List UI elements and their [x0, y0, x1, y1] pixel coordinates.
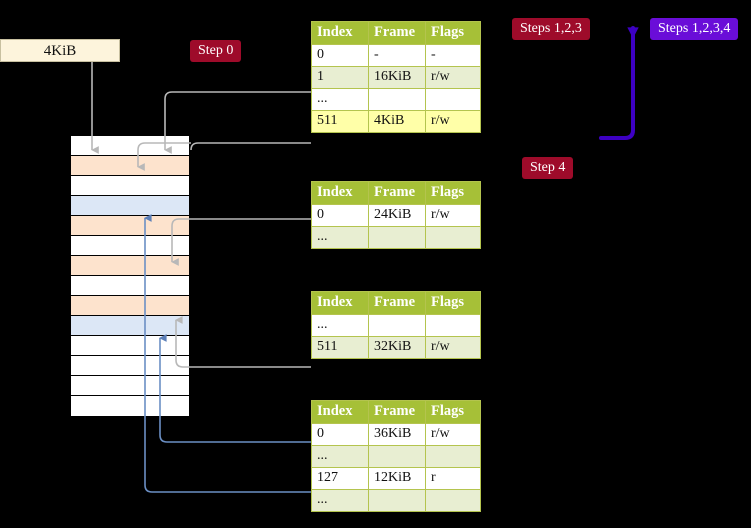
- memory-frame-row: [71, 196, 189, 216]
- table-cell: [368, 489, 426, 512]
- table-cell: 0: [311, 423, 369, 446]
- badge-step-0: Step 0: [190, 40, 242, 62]
- table-cell: 511: [311, 110, 369, 133]
- badge-steps-123: Steps 1,2,3: [512, 18, 590, 40]
- table-cell: r/w: [425, 110, 481, 133]
- table-row: ...: [311, 314, 481, 337]
- memory-frame-row: [71, 176, 189, 196]
- table-cell: ...: [311, 88, 369, 111]
- table-cell: 1: [311, 66, 369, 89]
- table-cell: ...: [311, 314, 369, 337]
- physical-memory-grid: [70, 135, 190, 416]
- table-cell: 4KiB: [368, 110, 426, 133]
- table-cell: r/w: [425, 66, 481, 89]
- table-cell: 12KiB: [368, 467, 426, 490]
- table-cell: 16KiB: [368, 66, 426, 89]
- table-cell: 32KiB: [368, 336, 426, 359]
- memory-frame-row: [71, 336, 189, 356]
- table-cell: [425, 226, 481, 249]
- table-cell: ...: [311, 445, 369, 468]
- table-cell: r/w: [425, 423, 481, 446]
- memory-frame-row: [71, 356, 189, 376]
- table-cell: 127: [311, 467, 369, 490]
- page-frame-box: 4KiB: [0, 39, 120, 62]
- memory-frame-row: [71, 376, 189, 396]
- column-header-index: Index: [311, 291, 369, 315]
- column-header-index: Index: [311, 21, 369, 45]
- memory-frame-row: [71, 296, 189, 316]
- table-cell: [425, 445, 481, 468]
- table-cell: r: [425, 467, 481, 490]
- memory-frame-row: [71, 316, 189, 336]
- table-cell: [425, 314, 481, 337]
- column-header-frame: Frame: [368, 21, 426, 45]
- column-header-frame: Frame: [368, 400, 426, 424]
- badge-step-4: Step 4: [522, 157, 574, 179]
- column-header-index: Index: [311, 181, 369, 205]
- memory-frame-row: [71, 236, 189, 256]
- table-cell: [368, 88, 426, 111]
- table-cell: 36KiB: [368, 423, 426, 446]
- table-cell: r/w: [425, 336, 481, 359]
- table-cell: [368, 226, 426, 249]
- arrow-steps-1234-bracket: [599, 26, 639, 140]
- table-cell: ...: [311, 226, 369, 249]
- memory-frame-row: [71, 396, 189, 416]
- table-row: ...: [311, 88, 481, 111]
- memory-frame-row: [71, 256, 189, 276]
- column-header-flags: Flags: [425, 400, 481, 424]
- table-cell: 0: [311, 44, 369, 67]
- badge-steps-1234: Steps 1,2,3,4: [650, 18, 739, 40]
- arrow-pd-row511-to-memory: [174, 316, 311, 368]
- table-cell: r/w: [425, 204, 481, 227]
- table-row: ...: [311, 226, 481, 249]
- table-row: 0--: [311, 44, 481, 67]
- memory-frame-row: [71, 136, 189, 156]
- table-cell: 24KiB: [368, 204, 426, 227]
- table-cell: 511: [311, 336, 369, 359]
- column-header-index: Index: [311, 400, 369, 424]
- table-cell: [368, 445, 426, 468]
- table-row: ...: [311, 489, 481, 512]
- column-header-flags: Flags: [425, 181, 481, 205]
- column-header-flags: Flags: [425, 291, 481, 315]
- table-row: ...: [311, 445, 481, 468]
- column-header-frame: Frame: [368, 291, 426, 315]
- table-cell: [425, 489, 481, 512]
- column-header-flags: Flags: [425, 21, 481, 45]
- column-header-frame: Frame: [368, 181, 426, 205]
- table-cell: 0: [311, 204, 369, 227]
- table-cell: [368, 314, 426, 337]
- table-cell: [425, 88, 481, 111]
- memory-frame-row: [71, 276, 189, 296]
- memory-frame-row: [71, 216, 189, 236]
- table-cell: -: [368, 44, 426, 67]
- memory-frame-row: [71, 156, 189, 176]
- line-pml4-row511-horizontal: [190, 142, 311, 151]
- table-cell: ...: [311, 489, 369, 512]
- table-cell: -: [425, 44, 481, 67]
